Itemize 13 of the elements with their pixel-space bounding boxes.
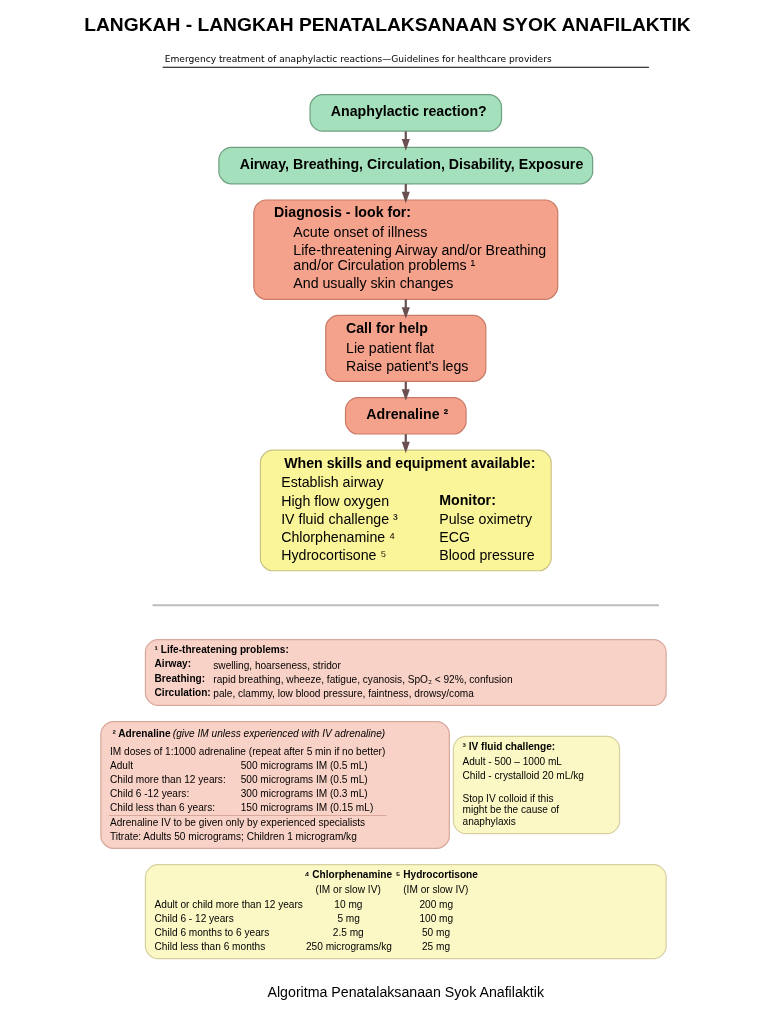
node-box: ³ IV fluid challenge: Adult - 500 – 1000 mL Child - crystalloid 20 mL/kg Stop IV colloid if this might be the cause of anaphylaxis: [452, 735, 621, 835]
diagram-title: LANGKAH - LANGKAH PENATALAKSANAAN SYOK ANAFILAKTIK: [84, 14, 691, 36]
node-box: ¹ Life-threatening problems: Airway: swelling, hoarseness, stridor Breathing: rapid breathing, wheeze, fatigue, cyanosis, SpO₂ < 92%, confusion Circulation: pale, clammy, low blood pressure, faintness, drowsy/coma: [144, 639, 667, 707]
caption: Algoritma Penatalaksanaan Syok Anafilaktik: [267, 983, 545, 1000]
node-box: When skills and equipment available: Establish airway High flow oxygen Monitor: IV fluid challenge ³ Pulse oximetry Chlorphenamine ⁴ ECG Hydrocortisone ⁵ Blood pressure: [259, 449, 552, 572]
node-box: ⁴ Chlorphenamine ⁵ Hydrocortisone (IM or slow IV) (IM or slow IV) Adult or child more than 12 years 10 mg 200 mg Child 6 - 12 years 5 mg 100 mg Child 6 months to 6 years 2.5 mg 50 mg Child less than 6 months 250 micrograms/kg 25 mg: [144, 863, 667, 960]
node-box: Airway, Breathing, Circulation, Disability, Exposure: [218, 146, 594, 185]
node-box: Adrenaline ²: [344, 396, 467, 435]
node-box: Call for help Lie patient flat Raise patient's legs: [325, 314, 487, 382]
node-box: Anaphylactic reaction?: [309, 94, 503, 132]
node-box: Diagnosis - look for: Acute onset of illness Life-threatening Airway and/or Breathing and/or Circulation problems ¹ And usually skin changes: [253, 199, 559, 300]
node-box: ² Adrenaline (give IM unless experienced with IV adrenaline) IM doses of 1:1000 adrenaline (repeat after 5 min if no better) Adult 500 micrograms IM (0.5 mL) Child more than 12 years: 500 micrograms IM (0.5 mL) Child 6 -12 years: 300 micrograms IM (0.3 mL) Child less than 6 years: 150 micrograms IM (0.15 mL) Adrenaline IV to be given only by experienced specialists Titrate: Adults 50 micrograms; Children 1 microgram/kg: [100, 721, 450, 849]
label: Emergency treatment of anaphylactic reactions—Guidelines for healthcare providers: [164, 54, 552, 65]
